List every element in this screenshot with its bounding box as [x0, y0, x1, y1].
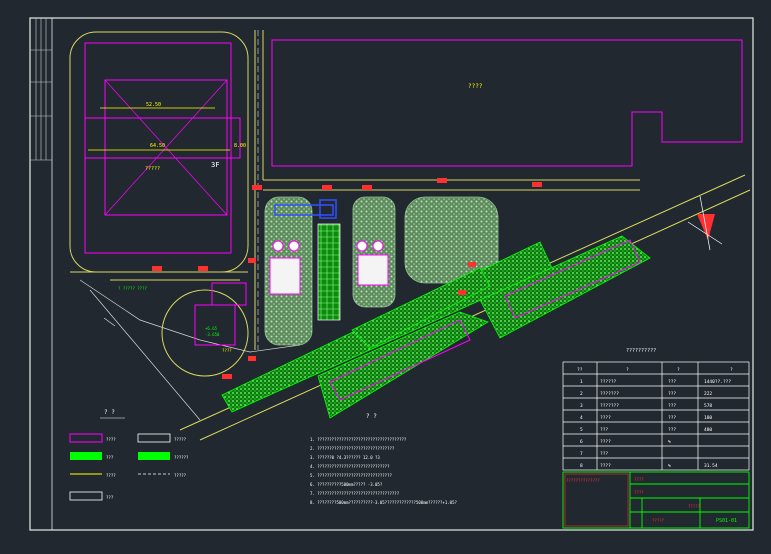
pump-dim1: +6.65	[205, 326, 218, 331]
th-3: ?	[677, 367, 680, 373]
table-cell: %	[668, 463, 671, 469]
large-building-label: ????	[468, 83, 483, 90]
grass-note: ? ????? ????	[118, 286, 147, 291]
clarifiers	[272, 240, 384, 252]
legend-label-3: ???	[106, 455, 114, 460]
tb-row2: ????	[634, 490, 644, 495]
legend-label-1: ????	[106, 437, 116, 442]
left-margin-strip	[30, 18, 52, 161]
table-cell: 5	[580, 427, 583, 433]
table-cell: 2	[580, 391, 583, 397]
note-1: 1. ?????????????????????????????????????	[310, 437, 407, 442]
tb-scale: ?????	[652, 518, 665, 523]
table-cell: ???	[668, 379, 676, 385]
left-building-inner	[104, 79, 228, 216]
table-cell: 4	[580, 415, 583, 421]
pump-label: ????	[222, 348, 232, 353]
note-6: 6. ??????????500mm????? -3.05?	[310, 482, 383, 487]
tb-row1: ????	[634, 477, 644, 482]
note-5: 5. ???????????????????????????????	[310, 473, 392, 478]
table-cell: ???	[668, 403, 676, 409]
table-rows: 1????????? 1440??.??? 2?????????? 222 3?????…	[580, 379, 731, 469]
table-cell: ???????	[600, 403, 619, 409]
large-building-outline	[271, 39, 743, 167]
tb-name: ?????	[688, 504, 701, 509]
building-strip-1	[329, 319, 471, 401]
table-cell: ????	[600, 415, 611, 421]
table-cell: ???	[668, 391, 676, 397]
th-4: ?	[730, 367, 733, 373]
building-strip-2	[504, 239, 641, 319]
table-cell: 1	[580, 379, 583, 385]
note-8: 8. ????????500mm??????????-3.05?????????…	[310, 500, 457, 505]
table-cell: 7	[580, 451, 583, 457]
table-cell: ???	[600, 427, 608, 433]
indicator-table	[562, 361, 750, 471]
small-building-label: ?????	[145, 166, 160, 172]
table-cell: 1440??.???	[704, 379, 731, 385]
building-3f-tag: 3F	[211, 161, 219, 169]
table-cell: ????	[600, 439, 611, 445]
inner-frame	[51, 17, 754, 531]
table-cell: 3	[580, 403, 583, 409]
table-cell: 6	[580, 439, 583, 445]
red-markers	[152, 178, 542, 379]
legend-swatches	[69, 433, 171, 501]
note-7: 7. ??????????????????????????????????	[310, 491, 400, 496]
note-3: 3. ??????0 ?4.3?????? 12.0 ?3	[310, 455, 380, 460]
table-cell: 8	[580, 463, 583, 469]
table-cell: 31.54	[704, 463, 718, 469]
dim-top: 52.50	[146, 102, 161, 108]
title-block	[562, 471, 750, 529]
site-boundary	[79, 279, 301, 421]
pipe-blue	[274, 204, 334, 216]
dim-mid: 64.50	[150, 143, 165, 149]
table-title: ??????????	[626, 348, 656, 354]
table-cell: 578	[704, 403, 712, 409]
th-2: ?	[626, 367, 629, 373]
north-arrow-icon	[687, 195, 723, 251]
table-cell: ????	[600, 463, 611, 469]
table-cell: 480	[704, 427, 712, 433]
tank-area-right	[352, 196, 396, 308]
tb-sheet: PS01-01	[716, 518, 737, 524]
pump-house	[194, 304, 236, 346]
table-cell: ???	[668, 415, 676, 421]
green-strips	[221, 235, 651, 419]
legend-label-2: ?????	[174, 437, 187, 442]
notes-title: ? ?	[366, 413, 377, 420]
table-text: ?? ? ? ?	[577, 367, 733, 373]
legend-label-4: ??????	[174, 455, 189, 460]
table-cell: ??????	[600, 379, 617, 385]
th-1: ??	[577, 367, 583, 373]
pump-area-circle	[161, 289, 249, 377]
table-cell: ???????	[600, 391, 619, 397]
table-cell: ???	[668, 427, 676, 433]
tb-left-text: ??????????????	[566, 478, 600, 483]
notes-list: 1. ?????????????????????????????????????…	[310, 437, 457, 505]
note-4: 4. ??????????????????????????????	[310, 464, 390, 469]
note-2: 2. ????????????????????????????????	[310, 446, 395, 451]
legend-label-6: ?????	[174, 473, 187, 478]
table-cell: %	[668, 439, 671, 445]
dim-right: 8.00	[234, 143, 246, 149]
pump-dim2: -3.650	[205, 332, 220, 337]
legend-label-7: ???	[106, 495, 114, 500]
legend-label-5: ????	[106, 473, 116, 478]
table-cell: 222	[704, 391, 712, 397]
channel	[317, 223, 341, 321]
table-cell: 180	[704, 415, 712, 421]
road-loop-left	[69, 31, 249, 273]
table-cell: ???	[600, 451, 608, 457]
legend-title: ? ?	[104, 409, 115, 416]
